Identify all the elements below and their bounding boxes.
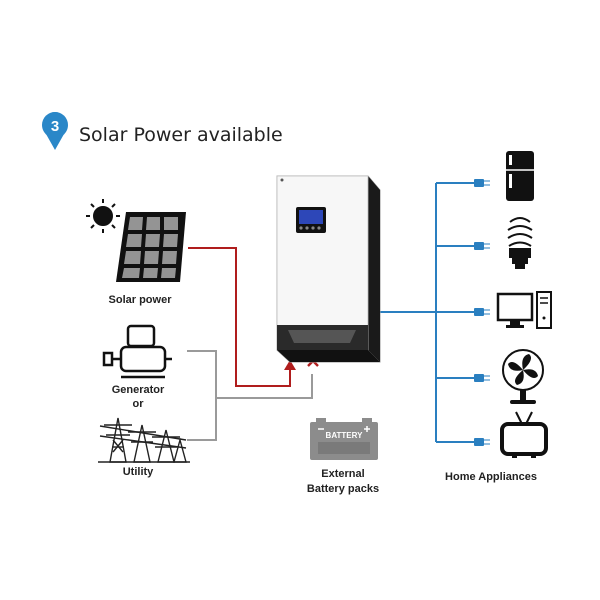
output-wires xyxy=(380,182,480,443)
step-marker-icon: 3 xyxy=(42,112,68,150)
step-number: 3 xyxy=(51,118,59,135)
solar-panel-icon xyxy=(116,212,186,282)
grid-wire xyxy=(187,350,313,441)
battery-icon xyxy=(310,418,378,460)
page-title: Solar Power available xyxy=(79,124,283,146)
battery-packs-label: Battery packs xyxy=(307,483,379,495)
fan-icon xyxy=(502,349,544,404)
utility-label: Utility xyxy=(123,466,154,478)
solar-wire xyxy=(188,247,291,387)
computer-icon xyxy=(496,291,552,329)
refrigerator-icon xyxy=(506,151,534,201)
utility-tower-icon xyxy=(98,417,190,463)
battery-label: External xyxy=(321,468,364,480)
inverter-led-icon xyxy=(280,178,284,182)
solar-power-label: Solar power xyxy=(109,294,173,306)
generator-label: Generator xyxy=(112,384,165,396)
plug-icons xyxy=(474,179,490,446)
sun-icon xyxy=(86,199,120,233)
inverter-unit xyxy=(276,175,381,363)
television-icon xyxy=(500,411,548,458)
inverter-lcd-display xyxy=(296,207,326,233)
solar-input-arrow-icon xyxy=(284,360,296,370)
generator-icon xyxy=(102,324,172,379)
battery-panel-text: BATTERY xyxy=(326,431,364,440)
home-appliances-label: Home Appliances xyxy=(445,471,537,483)
generator-or-label: or xyxy=(133,398,145,410)
light-bulb-icon xyxy=(507,217,533,269)
